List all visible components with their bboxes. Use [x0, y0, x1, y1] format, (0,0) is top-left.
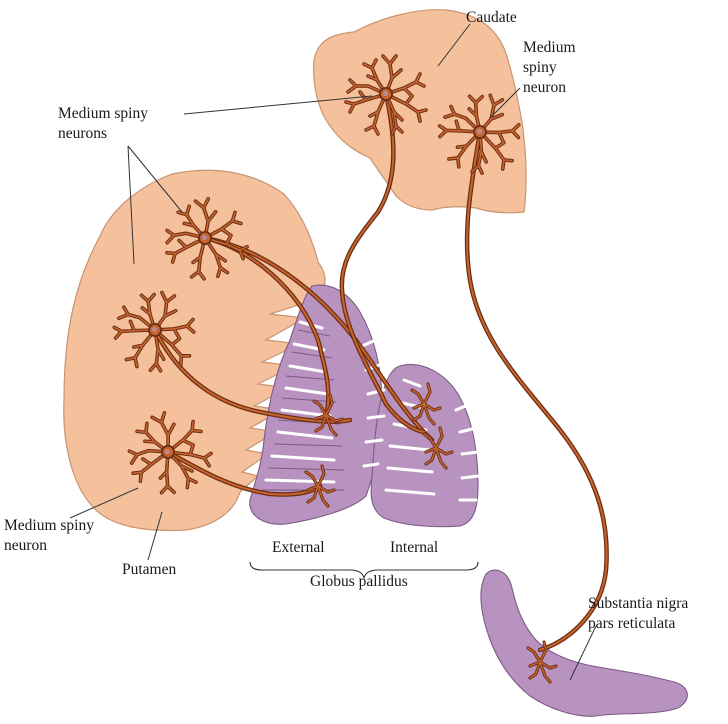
medium-spiny-neuron-label-line2: neuron — [4, 537, 47, 554]
medium-spiny-neuron-caudate-label-line3: neuron — [523, 79, 566, 96]
medium-spiny-neuron-caudate-label-line2: spiny — [523, 59, 557, 76]
globus-pallidus-external — [249, 284, 383, 525]
caudate-label: Caudate — [466, 9, 517, 26]
medium-spiny-neuron-caudate-label-line1: Medium — [523, 39, 576, 56]
globus-pallidus-label: Globus pallidus — [310, 573, 408, 590]
internal-label: Internal — [390, 539, 438, 556]
medium-spiny-neurons-label-line2: neurons — [58, 125, 107, 142]
globus-pallidus-internal — [370, 364, 479, 528]
medium-spiny-neurons-label-line1: Medium spiny — [58, 105, 148, 122]
putamen-label: Putamen — [122, 561, 176, 578]
putamen-region — [63, 169, 326, 532]
external-label: External — [272, 539, 325, 556]
substantia-nigra-label-line1: Substantia nigra — [588, 595, 688, 612]
globus-pallidus-brace — [249, 561, 479, 579]
substantia-nigra-label-line2: pars reticulata — [588, 615, 675, 632]
substantia-nigra-region — [480, 569, 688, 717]
medium-spiny-neuron-label-line1: Medium spiny — [4, 517, 94, 534]
leader-lines — [69, 23, 597, 681]
